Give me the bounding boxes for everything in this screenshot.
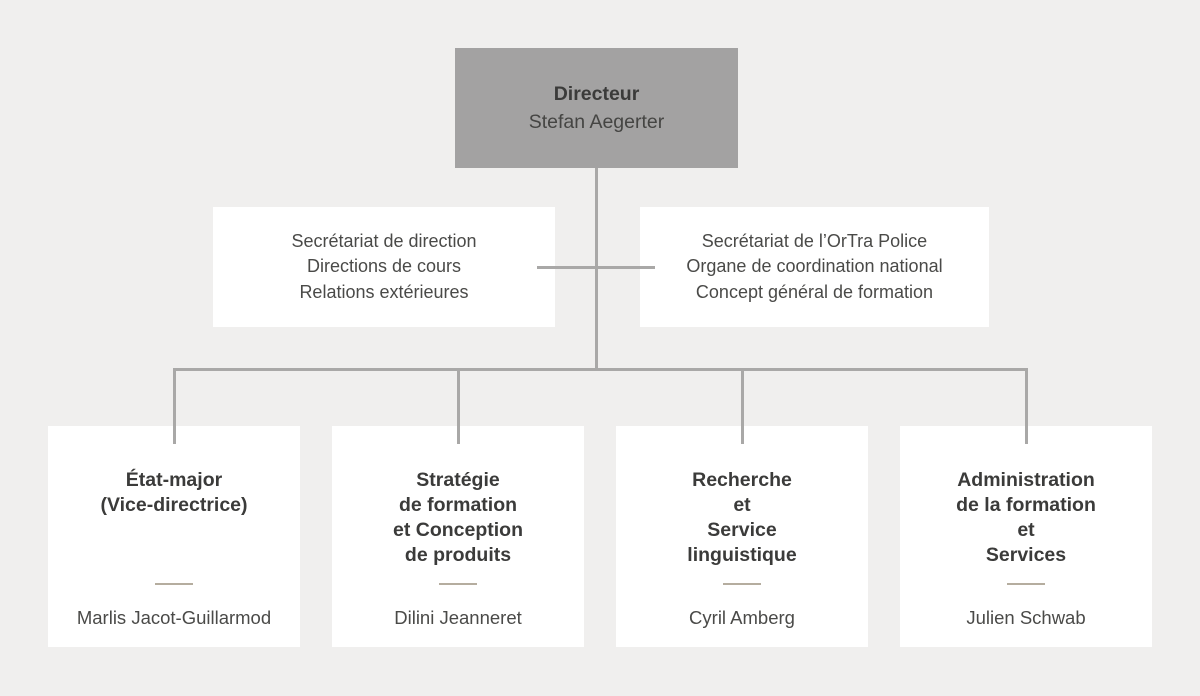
department-person-name: Cyril Amberg xyxy=(689,607,795,628)
department-title: Stratégie de formation et Conception de … xyxy=(393,469,523,566)
connector-distribution-horizontal xyxy=(173,368,1028,371)
separator-line xyxy=(723,583,761,585)
department-title: Recherche et Service linguistique xyxy=(687,469,797,566)
org-node-staff-ortra: Secrétariat de l’OrTra Police Organe de … xyxy=(640,207,989,327)
department-person-name: Marlis Jacot-Guillarmod xyxy=(76,607,272,628)
connector-director-vertical xyxy=(595,168,598,371)
org-node-recherche-linguistique: Recherche et Service linguistique Cyril … xyxy=(616,426,868,647)
connector-staff-horizontal xyxy=(537,266,655,269)
connector-drop-administration xyxy=(1025,368,1028,444)
staff-direction-lines: Secrétariat de direction Directions de c… xyxy=(291,230,477,302)
separator-line xyxy=(155,583,193,585)
staff-ortra-lines: Secrétariat de l’OrTra Police Organe de … xyxy=(686,230,943,302)
separator-line xyxy=(439,583,477,585)
department-person-name: Julien Schwab xyxy=(966,607,1086,628)
connector-drop-etat-major xyxy=(173,368,176,444)
director-title: Directeur xyxy=(553,83,640,105)
org-node-director: Directeur Stefan Aegerter xyxy=(455,48,738,168)
org-node-administration-services: Administration de la formation et Servic… xyxy=(900,426,1152,647)
director-person-name: Stefan Aegerter xyxy=(528,111,665,133)
department-title: État-major (Vice-directrice) xyxy=(100,469,248,516)
department-person-name: Dilini Jeanneret xyxy=(394,607,522,628)
separator-line xyxy=(1007,583,1045,585)
connector-drop-strategie xyxy=(457,368,460,444)
org-node-strategie-formation: Stratégie de formation et Conception de … xyxy=(332,426,584,647)
org-node-staff-direction: Secrétariat de direction Directions de c… xyxy=(213,207,555,327)
org-node-etat-major: État-major (Vice-directrice) Marlis Jaco… xyxy=(48,426,300,647)
department-title: Administration de la formation et Servic… xyxy=(956,469,1096,566)
connector-drop-recherche xyxy=(741,368,744,444)
